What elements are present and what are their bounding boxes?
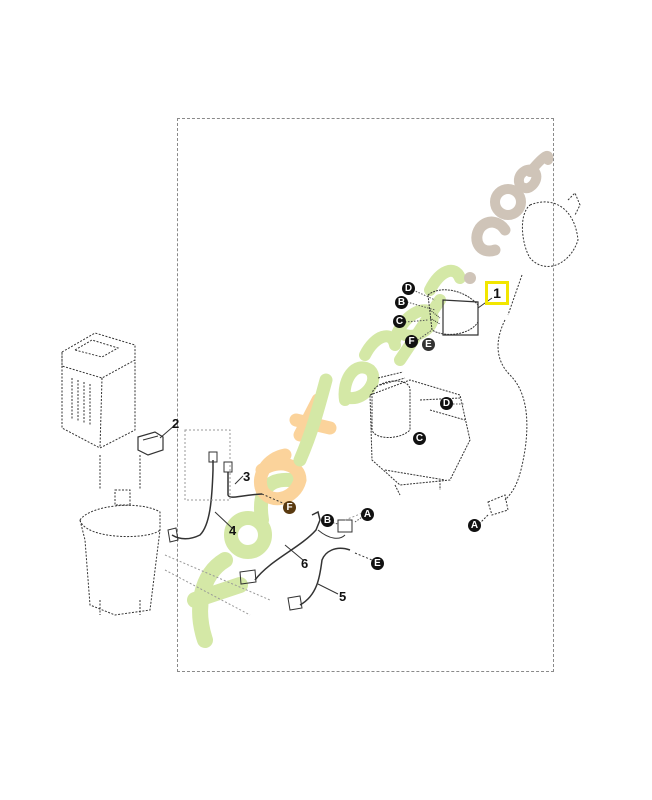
part-number-5[interactable]: 5	[339, 589, 347, 604]
callout-b-2: B	[321, 514, 334, 527]
assembly-boundary-frame	[177, 118, 554, 672]
callout-d: D	[402, 282, 415, 295]
battery-housing-drawing	[79, 455, 161, 616]
callout-c: C	[393, 315, 406, 328]
part-number-6[interactable]: 6	[301, 556, 309, 571]
callout-a: A	[361, 508, 374, 521]
electronic-module-drawing	[427, 289, 493, 336]
highlighted-part-1[interactable]: 1	[485, 281, 509, 305]
charger-cable-drawing	[477, 192, 581, 526]
callout-a-2: A	[468, 519, 481, 532]
cable-4-drawing	[167, 451, 233, 543]
callout-b: B	[395, 296, 408, 309]
guide-lines	[164, 429, 366, 616]
cable-6-drawing	[239, 510, 353, 585]
part-number-1: 1	[493, 285, 501, 301]
callout-f-2: F	[283, 501, 296, 514]
part-number-3[interactable]: 3	[243, 469, 251, 484]
battery-pack-drawing	[61, 332, 136, 449]
part-number-2[interactable]: 2	[172, 416, 180, 431]
motor-gearbox-drawing	[369, 371, 471, 496]
callout-d-2: D	[440, 397, 453, 410]
cable-5-drawing	[287, 547, 373, 611]
callout-e: E	[422, 338, 435, 351]
battery-latch-drawing	[137, 424, 176, 456]
part-number-4[interactable]: 4	[229, 523, 237, 538]
callout-e-2: E	[371, 557, 384, 570]
callout-c-2: C	[413, 432, 426, 445]
callout-f: F	[405, 335, 418, 348]
cable-3-drawing	[223, 461, 286, 505]
